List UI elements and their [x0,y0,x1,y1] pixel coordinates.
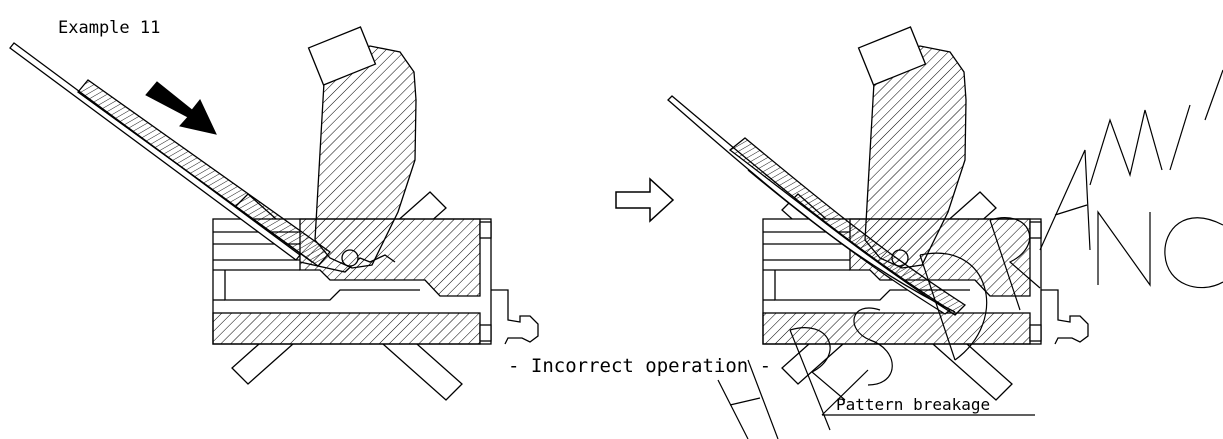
right-connector-drawing [667,26,1089,401]
example-label: Example 11 [58,18,160,38]
caption-text: - Incorrect operation - [508,355,771,377]
watermark [717,69,1223,439]
left-connector-drawing [9,26,539,401]
next-step-arrow-icon [615,177,675,223]
fpc-cable [9,42,331,267]
insertion-arrow-icon [145,81,217,135]
fpc-cable-bent [667,95,967,316]
pattern-breakage-callout: Pattern breakage [821,369,1035,416]
callout-text: Pattern breakage [836,395,990,414]
